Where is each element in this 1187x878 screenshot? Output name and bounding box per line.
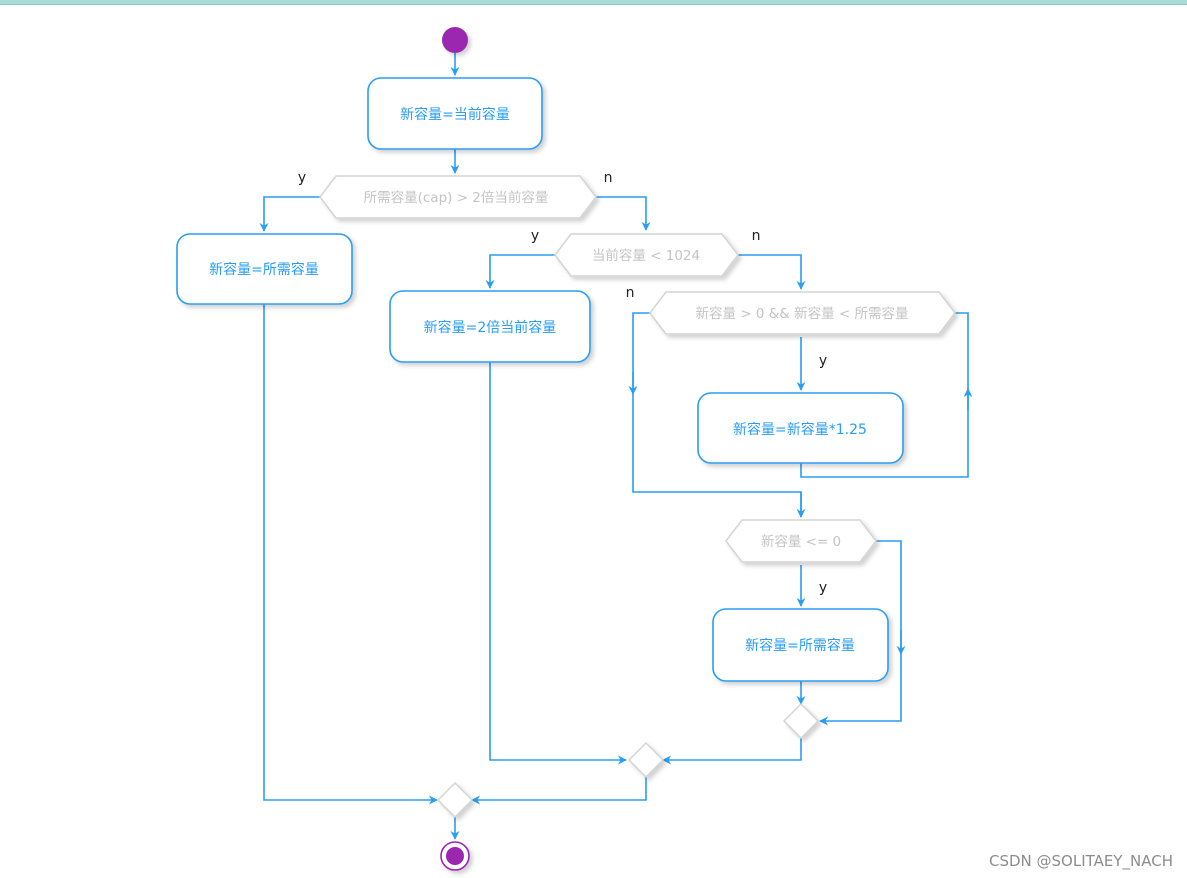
decision-d1-label: 所需容量(cap) > 2倍当前容量: [364, 189, 549, 206]
action-set-cap-2-label: 新容量=所需容量: [745, 637, 855, 654]
label-d2-no: n: [752, 228, 761, 244]
label-d3-yes: y: [819, 353, 827, 369]
watermark: CSDN @SOLITAEY_NACH: [988, 852, 1173, 870]
label-d1-yes: y: [298, 170, 306, 186]
edge-d1-yes: [259, 196, 320, 232]
decision-d3: 新容量 > 0 && 新容量 < 所需容量: [649, 291, 956, 335]
label-d2-yes: y: [531, 228, 539, 244]
decision-d2-label: 当前容量 < 1024: [592, 247, 700, 264]
action-init-label: 新容量=当前容量: [400, 106, 510, 123]
edge-double-merge2: [489, 362, 627, 765]
edge-loop-back: [800, 312, 969, 478]
start-node: [442, 27, 468, 53]
top-border: [0, 0, 1187, 5]
label-d4-yes: y: [819, 580, 827, 596]
action-set-cap-label: 新容量=所需容量: [209, 261, 319, 278]
action-double: 新容量=2倍当前容量: [389, 290, 591, 363]
action-set-cap-2: 新容量=所需容量: [712, 608, 889, 682]
edge-merge2-merge3: [471, 777, 647, 805]
edge-d1-no: [596, 196, 651, 231]
action-double-label: 新容量=2倍当前容量: [424, 319, 557, 336]
edge-merge-merge2: [662, 738, 802, 765]
decision-d3-label: 新容量 > 0 && 新容量 < 所需容量: [695, 305, 908, 322]
label-d1-no: n: [604, 170, 613, 186]
merge-diamond-3: [436, 781, 474, 819]
action-grow: 新容量=新容量*1.25: [697, 392, 904, 464]
label-d3-no: n: [626, 285, 635, 301]
merge-diamond-2: [627, 741, 665, 779]
decision-d1: 所需容量(cap) > 2倍当前容量: [319, 175, 597, 219]
action-init: 新容量=当前容量: [367, 77, 543, 150]
edge-d2-yes: [485, 254, 555, 289]
action-set-cap: 新容量=所需容量: [176, 233, 353, 305]
decision-d2: 当前容量 < 1024: [554, 233, 739, 277]
edge-d2-no: [738, 254, 806, 290]
decision-d4: 新容量 <= 0: [725, 519, 877, 563]
edge-setcap-merge3: [263, 304, 438, 805]
action-grow-label: 新容量=新容量*1.25: [733, 421, 867, 438]
decision-d4-label: 新容量 <= 0: [761, 533, 841, 550]
end-node: [440, 841, 470, 871]
merge-diamond-1: [782, 702, 820, 740]
